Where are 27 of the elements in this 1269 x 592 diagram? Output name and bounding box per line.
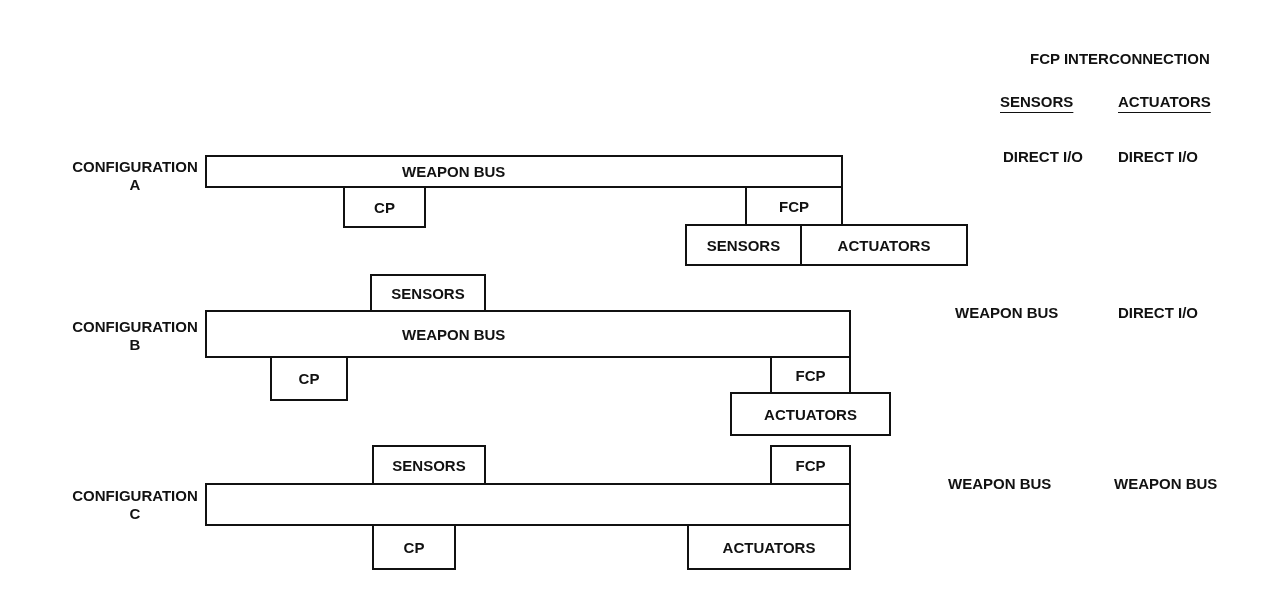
- component-box: FCP: [745, 186, 843, 226]
- configuration-label: CONFIGURATION B: [71, 318, 199, 354]
- configuration-label: CONFIGURATION A: [71, 158, 199, 194]
- component-box: CP: [372, 524, 456, 570]
- table-cell: DIRECT I/O: [1003, 148, 1083, 165]
- component-box: FCP: [770, 356, 851, 394]
- component-box: SENSORS: [685, 224, 802, 266]
- configuration-label: CONFIGURATION C: [71, 487, 199, 523]
- column-header: SENSORS: [1000, 93, 1074, 110]
- component-box: SENSORS: [370, 274, 486, 312]
- column-header: ACTUATORS: [1118, 93, 1211, 110]
- component-box: FCP: [770, 445, 851, 485]
- table-cell: WEAPON BUS: [1114, 475, 1218, 492]
- table-cell: WEAPON BUS: [948, 475, 1052, 492]
- bus-bar: [205, 483, 851, 526]
- table-cell: DIRECT I/O: [1118, 148, 1198, 165]
- component-box: ACTUATORS: [800, 224, 968, 266]
- component-box: SENSORS: [372, 445, 486, 485]
- component-box: CP: [270, 356, 348, 401]
- table-cell: DIRECT I/O: [1118, 304, 1198, 321]
- component-box: ACTUATORS: [687, 524, 851, 570]
- bus-box: WEAPON BUS: [205, 155, 843, 188]
- bus-box: WEAPON BUS: [205, 310, 851, 358]
- component-box: CP: [343, 186, 426, 228]
- table-cell: WEAPON BUS: [955, 304, 1059, 321]
- table-title: FCP INTERCONNECTION: [1030, 50, 1210, 67]
- component-box: ACTUATORS: [730, 392, 891, 436]
